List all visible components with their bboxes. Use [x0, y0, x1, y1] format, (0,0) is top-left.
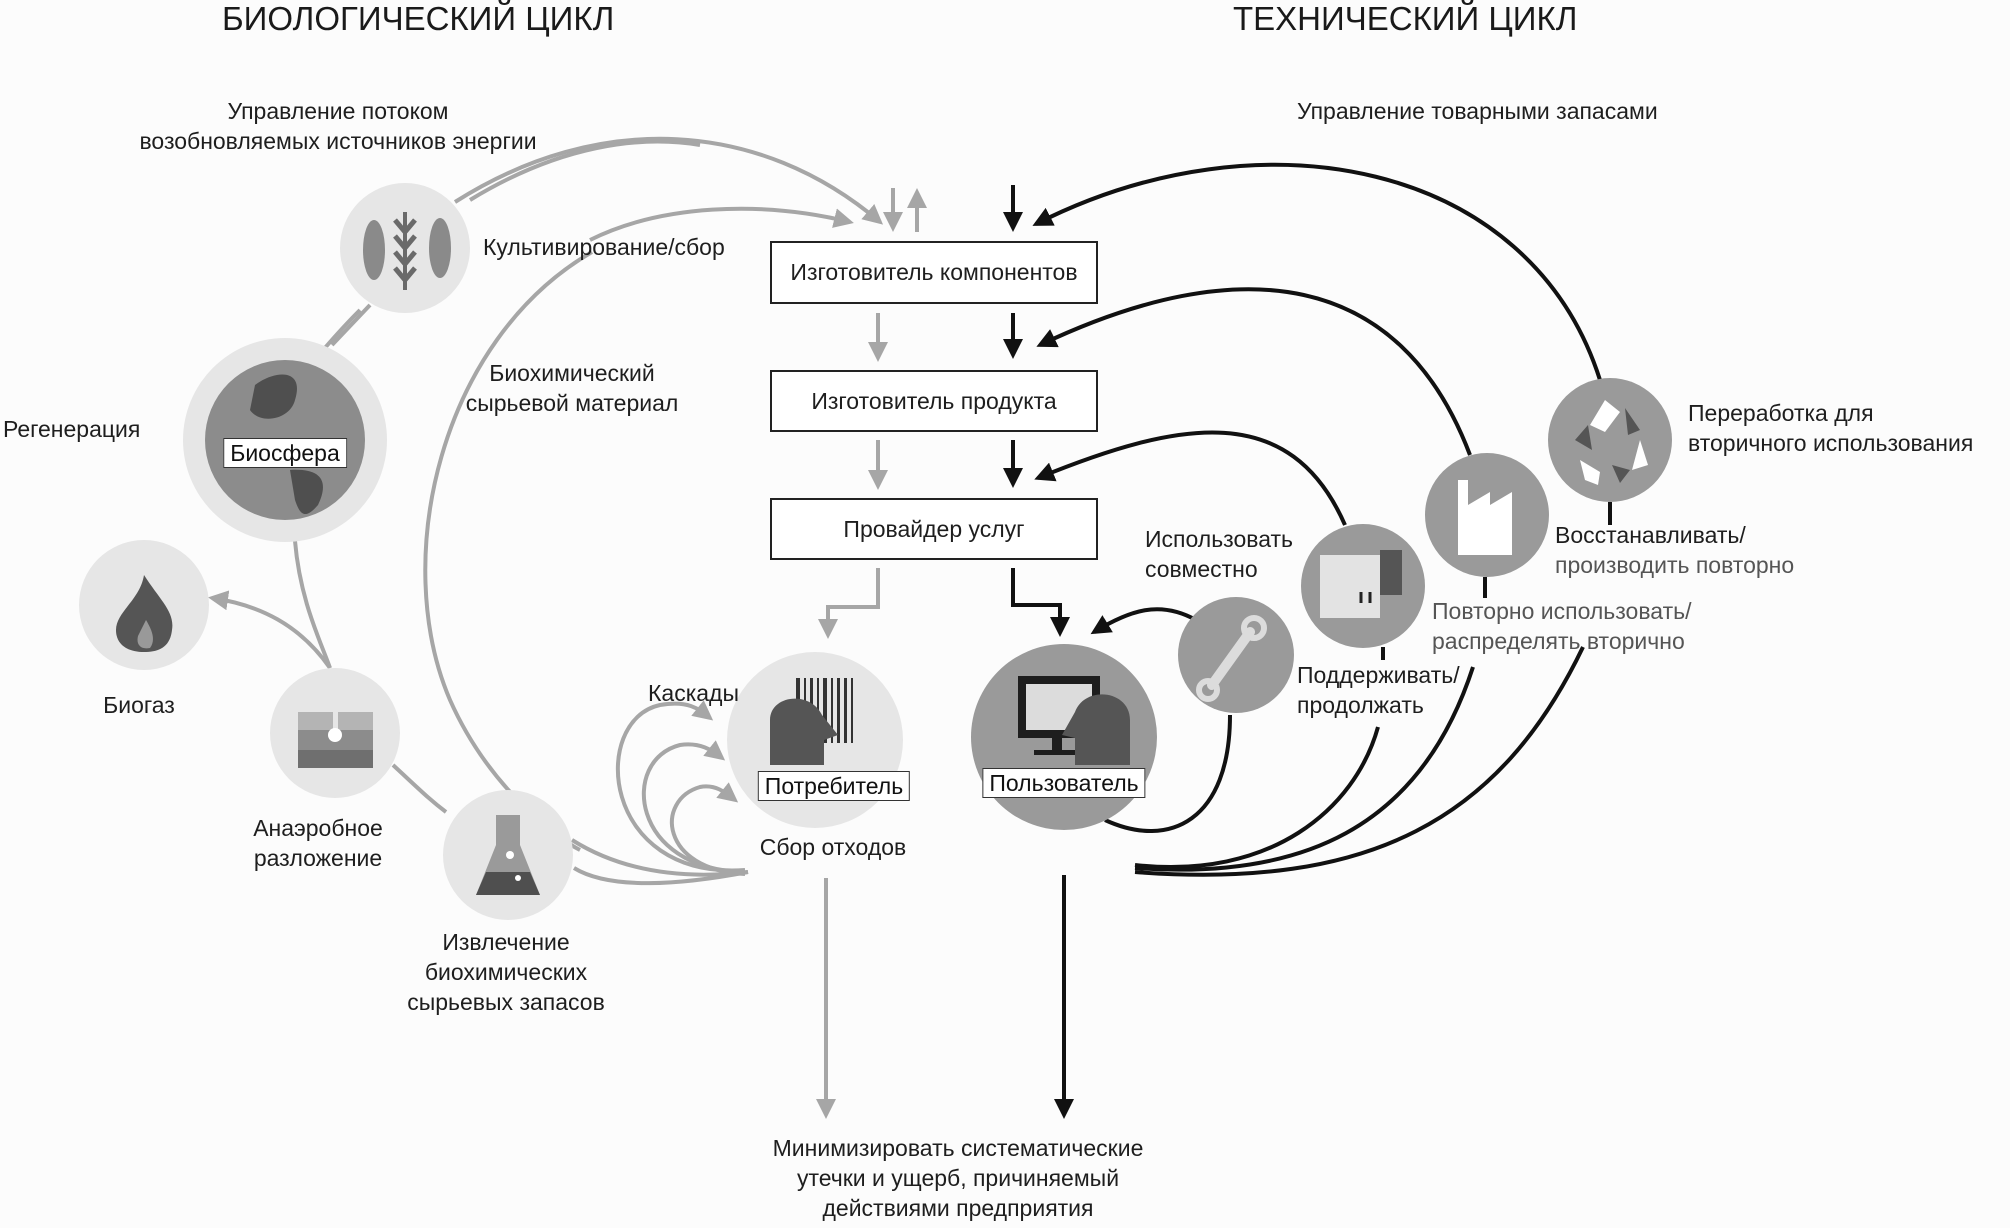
arc-user-to-maintain [1104, 714, 1232, 834]
flow-cultivation-to-components [453, 136, 884, 225]
cascade-1 [615, 700, 746, 873]
label-minimize-leakage: Минимизировать систематические утечки и … [772, 1135, 1144, 1221]
arc-user-to-share [1134, 726, 1380, 869]
label-maintain: Поддерживать/ продолжать [1297, 662, 1460, 718]
package-icon [1320, 550, 1402, 618]
node-refurbish [1425, 453, 1549, 577]
label-reuse: Повторно использовать/ распределять втор… [1432, 598, 1692, 654]
title-technical-cycle: ТЕХНИЧЕСКИЙ ЦИКЛ [1233, 0, 1578, 37]
label-regeneration: Регенерация [3, 416, 141, 442]
box-product-manufacturer: Изготовитель продукта [770, 370, 1098, 432]
label-share: Использовать совместно [1145, 526, 1294, 582]
arc-recycle-to-components [1032, 162, 1602, 381]
title-biological-cycle: БИОЛОГИЧЕСКИЙ ЦИКЛ [222, 0, 615, 37]
node-share [1301, 524, 1425, 648]
flow-waste-to-flask-2 [572, 866, 749, 886]
label-extraction: Извлечение биохимических сырьевых запасо… [407, 929, 605, 1015]
node-anaerobic [270, 668, 400, 798]
node-user [971, 644, 1157, 830]
label-cultivation: Культивирование/сбор [483, 234, 725, 260]
person-head-icon [770, 698, 838, 765]
label-flow-management: Управление потоком возобновляемых источн… [139, 98, 537, 154]
person-head-icon [1062, 694, 1130, 765]
node-maintain [1178, 597, 1294, 713]
flow-feedstock-to-components [589, 206, 854, 242]
arc-user-to-refurbish [1134, 646, 1585, 877]
node-biogas [79, 540, 209, 670]
label-cascades: Каскады [648, 680, 740, 706]
node-recycle [1548, 378, 1672, 502]
label-biochemical-feedstock: Биохимический сырьевой материал [465, 360, 679, 416]
label-stock-management: Управление товарными запасами [1297, 98, 1658, 124]
arc-refurbish-to-product [1036, 287, 1472, 456]
node-consumer [727, 652, 903, 828]
wrench-icon [1207, 627, 1255, 690]
node-extraction [443, 790, 573, 920]
label-anaerobic-digestion: Анаэробное разложение [253, 815, 383, 871]
arc-reuse-to-service [1034, 430, 1347, 526]
label-biosphere: Биосфера [223, 438, 347, 468]
node-cultivation [340, 183, 470, 313]
label-biogas: Биогаз [103, 692, 175, 718]
cascade-2 [641, 740, 746, 874]
factory-icon [1458, 480, 1512, 555]
arrow-bio-service-consumer [818, 568, 880, 639]
flow-anaerobic-to-biogas [208, 590, 332, 670]
arc-user-to-reuse [1134, 666, 1475, 872]
recycle-icon [1575, 400, 1648, 485]
bio-flows [208, 136, 927, 1119]
label-recycle: Переработка для вторичного использования [1688, 400, 1974, 456]
label-user: Пользователь [982, 768, 1146, 798]
arrow-tech-service-user [1011, 568, 1070, 637]
flame-icon [116, 575, 173, 652]
box-component-manufacturer: Изготовитель компонентов [770, 241, 1098, 304]
label-waste-collection: Сбор отходов [759, 834, 907, 860]
label-refurbish: Восстанавливать/ производить повторно [1555, 522, 1795, 578]
box-service-provider: Провайдер услуг [770, 498, 1098, 560]
soil-digestion-icon [298, 708, 373, 768]
bio-link-anaerobic-flask [391, 763, 448, 814]
bio-loop-inner [423, 250, 594, 852]
bio-link-wheat-biosphere [330, 303, 372, 347]
tech-flows [1003, 162, 1612, 1119]
cascade-3 [669, 782, 746, 876]
flask-icon [476, 815, 540, 895]
wheat-fish-icon [363, 212, 451, 290]
bio-link-biosphere-anaerobic [293, 540, 332, 669]
flow-waste-to-flask-1 [570, 838, 749, 877]
bio-arc-top [468, 139, 701, 202]
label-consumer: Потребитель [757, 771, 911, 801]
arc-maintain-to-user [1090, 607, 1197, 635]
